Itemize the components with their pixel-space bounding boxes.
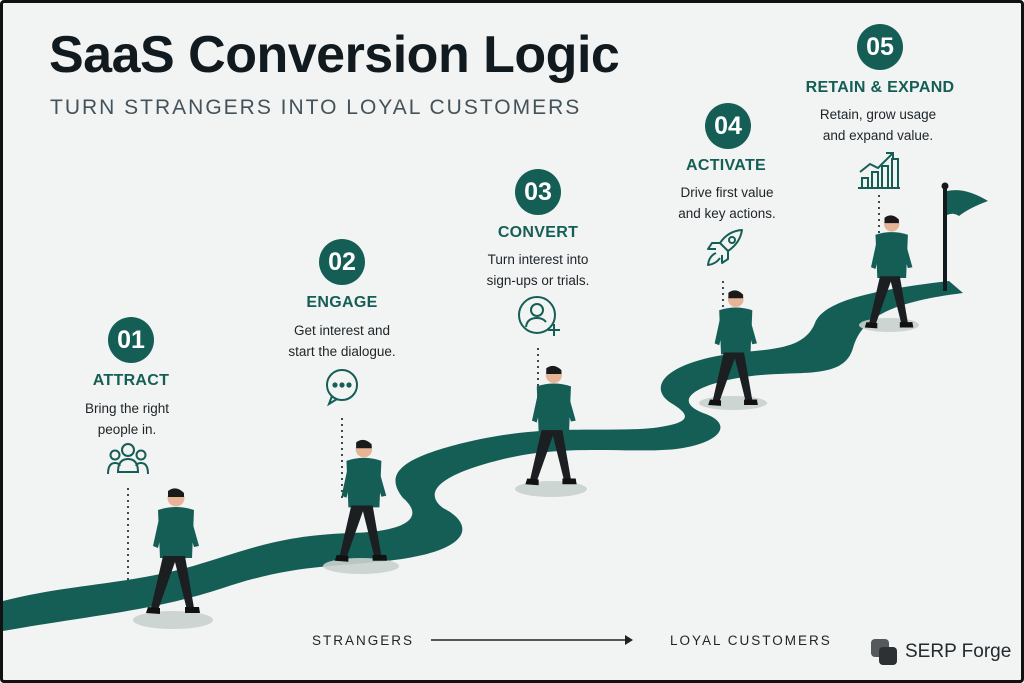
dotted-guides bbox=[127, 195, 880, 608]
step-title: CONVERT bbox=[497, 224, 579, 241]
step-number-badge: 01 bbox=[108, 317, 154, 363]
step-title: ATTRACT bbox=[92, 372, 170, 389]
step-description-line: Get interest and bbox=[293, 323, 391, 338]
step-title: RETAIN & EXPAND bbox=[805, 79, 955, 96]
step-description: Bring the right people in. bbox=[27, 398, 227, 440]
journey-end-label: LOYAL CUSTOMERS bbox=[670, 633, 832, 648]
growth-chart-icon bbox=[856, 148, 902, 190]
step-description: Retain, grow usage and expand value. bbox=[778, 104, 978, 146]
step-description-line: people in. bbox=[97, 422, 157, 437]
rocket-icon bbox=[704, 227, 746, 271]
walking-person-4 bbox=[708, 290, 758, 406]
walking-figures bbox=[146, 215, 914, 614]
brand-logo: SERP Forge bbox=[869, 637, 1011, 667]
step-number-badge: 04 bbox=[705, 103, 751, 149]
step-description: Turn interest into sign-ups or trials. bbox=[438, 249, 638, 291]
step-description: Get interest and start the dialogue. bbox=[242, 320, 442, 362]
step-number-badge: 05 bbox=[857, 24, 903, 70]
walking-person-5 bbox=[864, 215, 914, 329]
walking-person-3 bbox=[525, 365, 577, 486]
step-number-badge: 03 bbox=[515, 169, 561, 215]
walking-person-2 bbox=[334, 439, 388, 562]
brand-name: SERP Forge bbox=[905, 641, 1012, 662]
serp-forge-logo-icon bbox=[871, 639, 897, 665]
walking-person-1 bbox=[146, 488, 200, 614]
step-description-line: Drive first value bbox=[680, 185, 774, 200]
step-description-line: and key actions. bbox=[678, 206, 776, 221]
step-title: ENGAGE bbox=[306, 294, 378, 311]
user-add-icon bbox=[517, 295, 563, 339]
goal-flag-icon bbox=[941, 182, 988, 291]
step-description-line: start the dialogue. bbox=[288, 344, 396, 359]
journey-scene bbox=[3, 182, 988, 645]
step-description-line: and expand value. bbox=[822, 128, 934, 143]
step-description-line: sign-ups or trials. bbox=[486, 273, 590, 288]
journey-start-label: STRANGERS bbox=[312, 633, 415, 648]
step-description-line: Retain, grow usage bbox=[819, 107, 937, 122]
journey-arrow bbox=[431, 635, 633, 645]
page-title: SaaS Conversion Logic bbox=[49, 26, 620, 84]
step-description: Drive first value and key actions. bbox=[627, 182, 827, 224]
chat-bubble-icon bbox=[322, 367, 362, 407]
people-group-icon bbox=[106, 440, 150, 480]
step-number-badge: 02 bbox=[319, 239, 365, 285]
step-description-line: Bring the right bbox=[84, 401, 170, 416]
step-title: ACTIVATE bbox=[685, 157, 767, 174]
page-subtitle: TURN STRANGERS INTO LOYAL CUSTOMERS bbox=[50, 96, 582, 119]
step-description-line: Turn interest into bbox=[487, 252, 589, 267]
